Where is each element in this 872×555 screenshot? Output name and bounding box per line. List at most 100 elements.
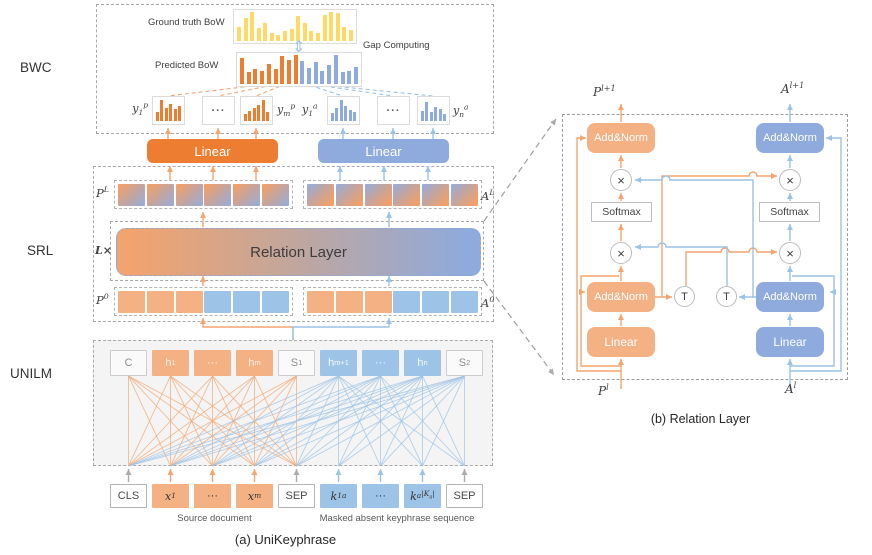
bow-bar [335,13,340,41]
bow-bar [169,104,173,121]
bow-bar [257,104,261,121]
embedding-square [146,183,174,206]
caption-panel-b: (b) Relation Layer [650,412,751,426]
embedding-square [146,290,174,313]
bow-bar [348,110,352,121]
source-document-label: Source document [177,513,252,524]
transpose-present-node: T [674,286,695,307]
bow-bar [280,56,285,84]
bow-bar [429,112,433,121]
bow-bar [243,18,248,41]
bow-bar [307,68,312,84]
linear-absent-button: Linear [318,139,449,163]
bow-bar [273,68,278,84]
add-norm-mid-absent: Add&Norm [756,282,824,312]
bow-bar [302,23,307,41]
relation-layer-detail-box [562,114,848,380]
embedding-square [422,183,450,206]
y-p-m-label: ymp [277,101,296,119]
embedding-square [393,183,421,206]
predicted-bow-chart [236,52,362,87]
bow-bar [333,55,338,84]
embedding-square [204,290,232,313]
zoom-connector-bottom [483,280,555,376]
bow-bar [344,105,348,121]
p-lplus1-label: Pl+1 [593,83,616,99]
present-bow-box-1 [152,96,185,125]
bow-bar [240,57,244,84]
embedding-square [233,290,261,313]
bow-bar [269,32,274,41]
a-L-hidden-row [303,180,482,209]
predicted-bow-label: Predicted BoW [155,60,219,71]
bow-bar [300,60,305,84]
multiply-upper-present-node: × [610,169,632,191]
bow-bar [329,12,334,41]
embedding-square [422,290,450,313]
embedding-square [307,290,334,313]
bow-bar [256,27,261,41]
bow-bar [178,106,182,121]
zoom-connector-top [483,118,557,222]
bow-bar [296,16,301,41]
bow-bar [252,107,256,121]
bow-bar [253,68,258,84]
bow-bar [322,14,327,41]
bow-bar [340,72,345,84]
absent-bow-box-n [417,96,450,125]
caption-panel-a: (a) UniKeyphrase [234,532,337,547]
input-token: ··· [362,484,399,508]
bow-bar [315,32,320,41]
input-token: SEP [446,484,483,508]
input-token: SEP [278,484,315,508]
absent-bow-ellipsis-box: ··· [377,96,410,125]
bow-bar [309,31,314,41]
ground-truth-bow-label: Ground truth BoW [148,17,225,28]
y-a-n-label: yna [453,102,469,120]
input-token: ··· [194,484,231,508]
multiply-upper-absent-node: × [779,169,801,191]
bow-bar [348,29,353,41]
gap-arrow-icon: ⇕ [292,39,306,56]
bow-bar [320,70,325,84]
bow-bar [266,111,270,121]
input-token: CLS [110,484,147,508]
unilm-hidden-token: C [110,350,147,376]
a-0-label: A0 [481,295,495,310]
bow-bar [164,108,168,121]
unilm-hidden-token: ··· [194,350,231,376]
y-p-1-label: y1p [132,100,148,118]
bow-bar [286,60,291,84]
linear-detail-absent: Linear [756,327,824,357]
bow-bar [260,70,265,84]
embedding-square [261,290,289,313]
bow-bar [248,110,252,121]
bow-bar [342,26,347,41]
bow-bar [160,100,164,121]
bow-bar [289,29,294,41]
relation-layer-dashed-frame [110,221,484,281]
embedding-square [364,183,392,206]
add-norm-top-absent: Add&Norm [756,123,824,153]
present-bow-ellipsis-box: ··· [202,96,235,125]
section-label-bwc: BWC [20,60,52,75]
embedding-square [118,290,145,313]
relation-layer-box: Relation Layer [116,228,481,276]
l-times-label: L× [95,244,112,257]
embedding-square [335,290,363,313]
bow-bar [438,109,442,121]
add-norm-top-present: Add&Norm [587,123,655,153]
bow-bar [237,26,241,41]
bow-bar [243,113,247,121]
embedding-square [261,183,289,206]
bow-bar [335,107,339,121]
multiply-lower-present-node: × [610,242,632,264]
